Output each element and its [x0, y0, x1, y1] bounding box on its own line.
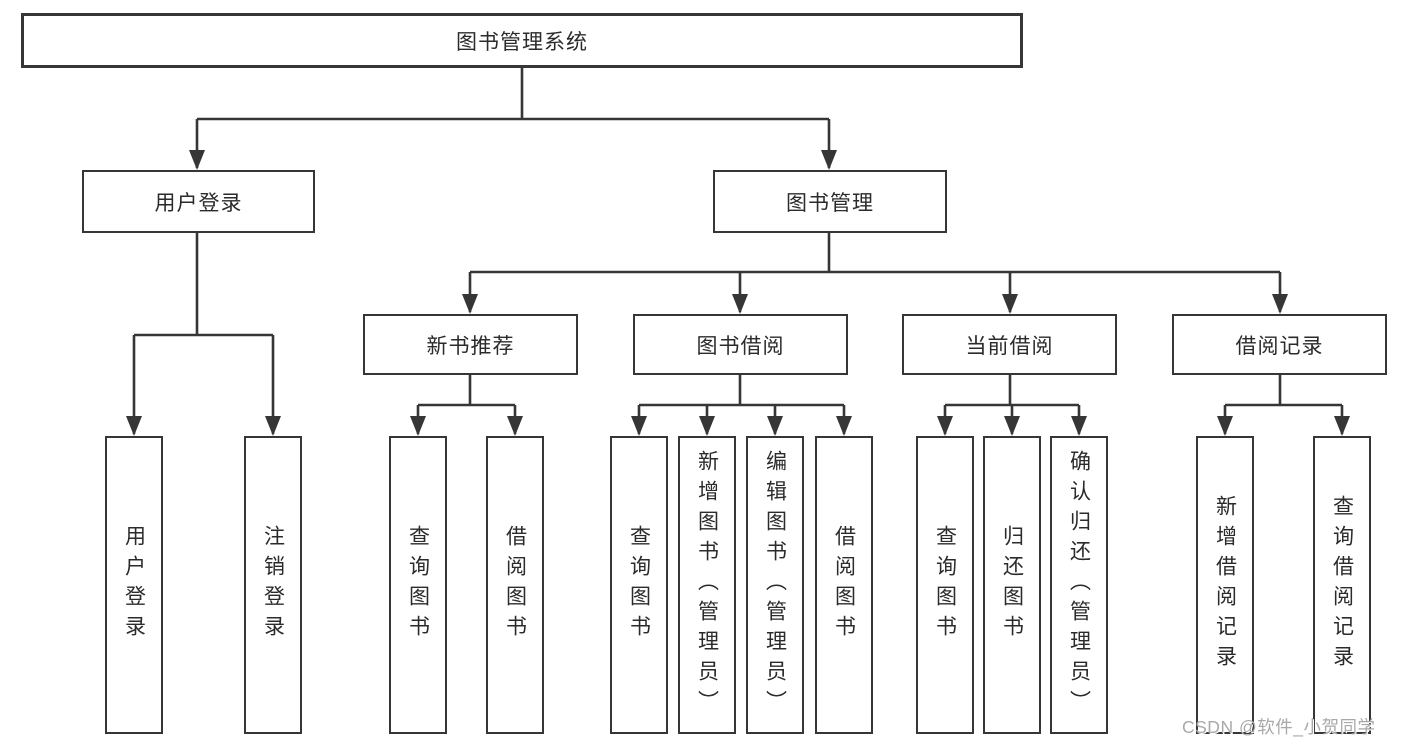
leaf-query-books-borrowing: 查询图书	[610, 436, 668, 734]
node-label: 查询图书	[933, 525, 957, 645]
leaf-query-books-recommend: 查询图书	[389, 436, 447, 734]
leaf-confirm-return-admin: 确认归还（管理员）	[1050, 436, 1108, 734]
leaf-add-borrow-record: 新增借阅记录	[1196, 436, 1254, 734]
leaf-query-borrow-record: 查询借阅记录	[1313, 436, 1371, 734]
node-label: 借阅记录	[1235, 334, 1324, 358]
node-label: 图书管理系统	[456, 30, 588, 54]
node-label: 注销登录	[261, 525, 285, 645]
leaf-borrow-books: 借阅图书	[815, 436, 873, 734]
leaf-borrow-books-recommend: 借阅图书	[486, 436, 544, 734]
node-label: 归还图书	[1000, 525, 1024, 645]
node-label: 新增借阅记录	[1213, 495, 1237, 675]
node-label: 查询图书	[627, 525, 651, 645]
csdn-watermark: CSDN @软件_小贺同学	[1182, 717, 1376, 737]
leaf-query-books-current: 查询图书	[916, 436, 974, 734]
leaf-add-books-admin: 新增图书（管理员）	[678, 436, 736, 734]
node-label: 当前借阅	[965, 334, 1054, 358]
node-label: 图书管理	[786, 191, 874, 215]
node-book-borrowing: 图书借阅	[633, 314, 848, 375]
node-label: 查询图书	[406, 525, 430, 645]
node-book-management-module: 图书管理	[713, 170, 947, 233]
node-current-borrowing: 当前借阅	[902, 314, 1117, 375]
node-label: 查询借阅记录	[1330, 495, 1354, 675]
node-label: 用户登录	[122, 525, 146, 645]
node-label: 用户登录	[154, 191, 243, 215]
leaf-logout: 注销登录	[244, 436, 302, 734]
node-label: 确认归还（管理员）	[1067, 450, 1091, 720]
node-label: 新书推荐	[426, 334, 515, 358]
node-label: 新增图书（管理员）	[695, 450, 719, 720]
node-user-login-module: 用户登录	[82, 170, 315, 233]
leaf-edit-books-admin: 编辑图书（管理员）	[746, 436, 804, 734]
node-label: 编辑图书（管理员）	[763, 450, 787, 720]
node-borrowing-records: 借阅记录	[1172, 314, 1387, 375]
node-new-book-recommend: 新书推荐	[363, 314, 578, 375]
node-label: 图书借阅	[696, 334, 785, 358]
node-label: 借阅图书	[503, 525, 527, 645]
node-system-root: 图书管理系统	[21, 13, 1023, 68]
arrowheads	[126, 150, 1350, 436]
leaf-user-login: 用户登录	[105, 436, 163, 734]
node-label: 借阅图书	[832, 525, 856, 645]
leaf-return-books: 归还图书	[983, 436, 1041, 734]
